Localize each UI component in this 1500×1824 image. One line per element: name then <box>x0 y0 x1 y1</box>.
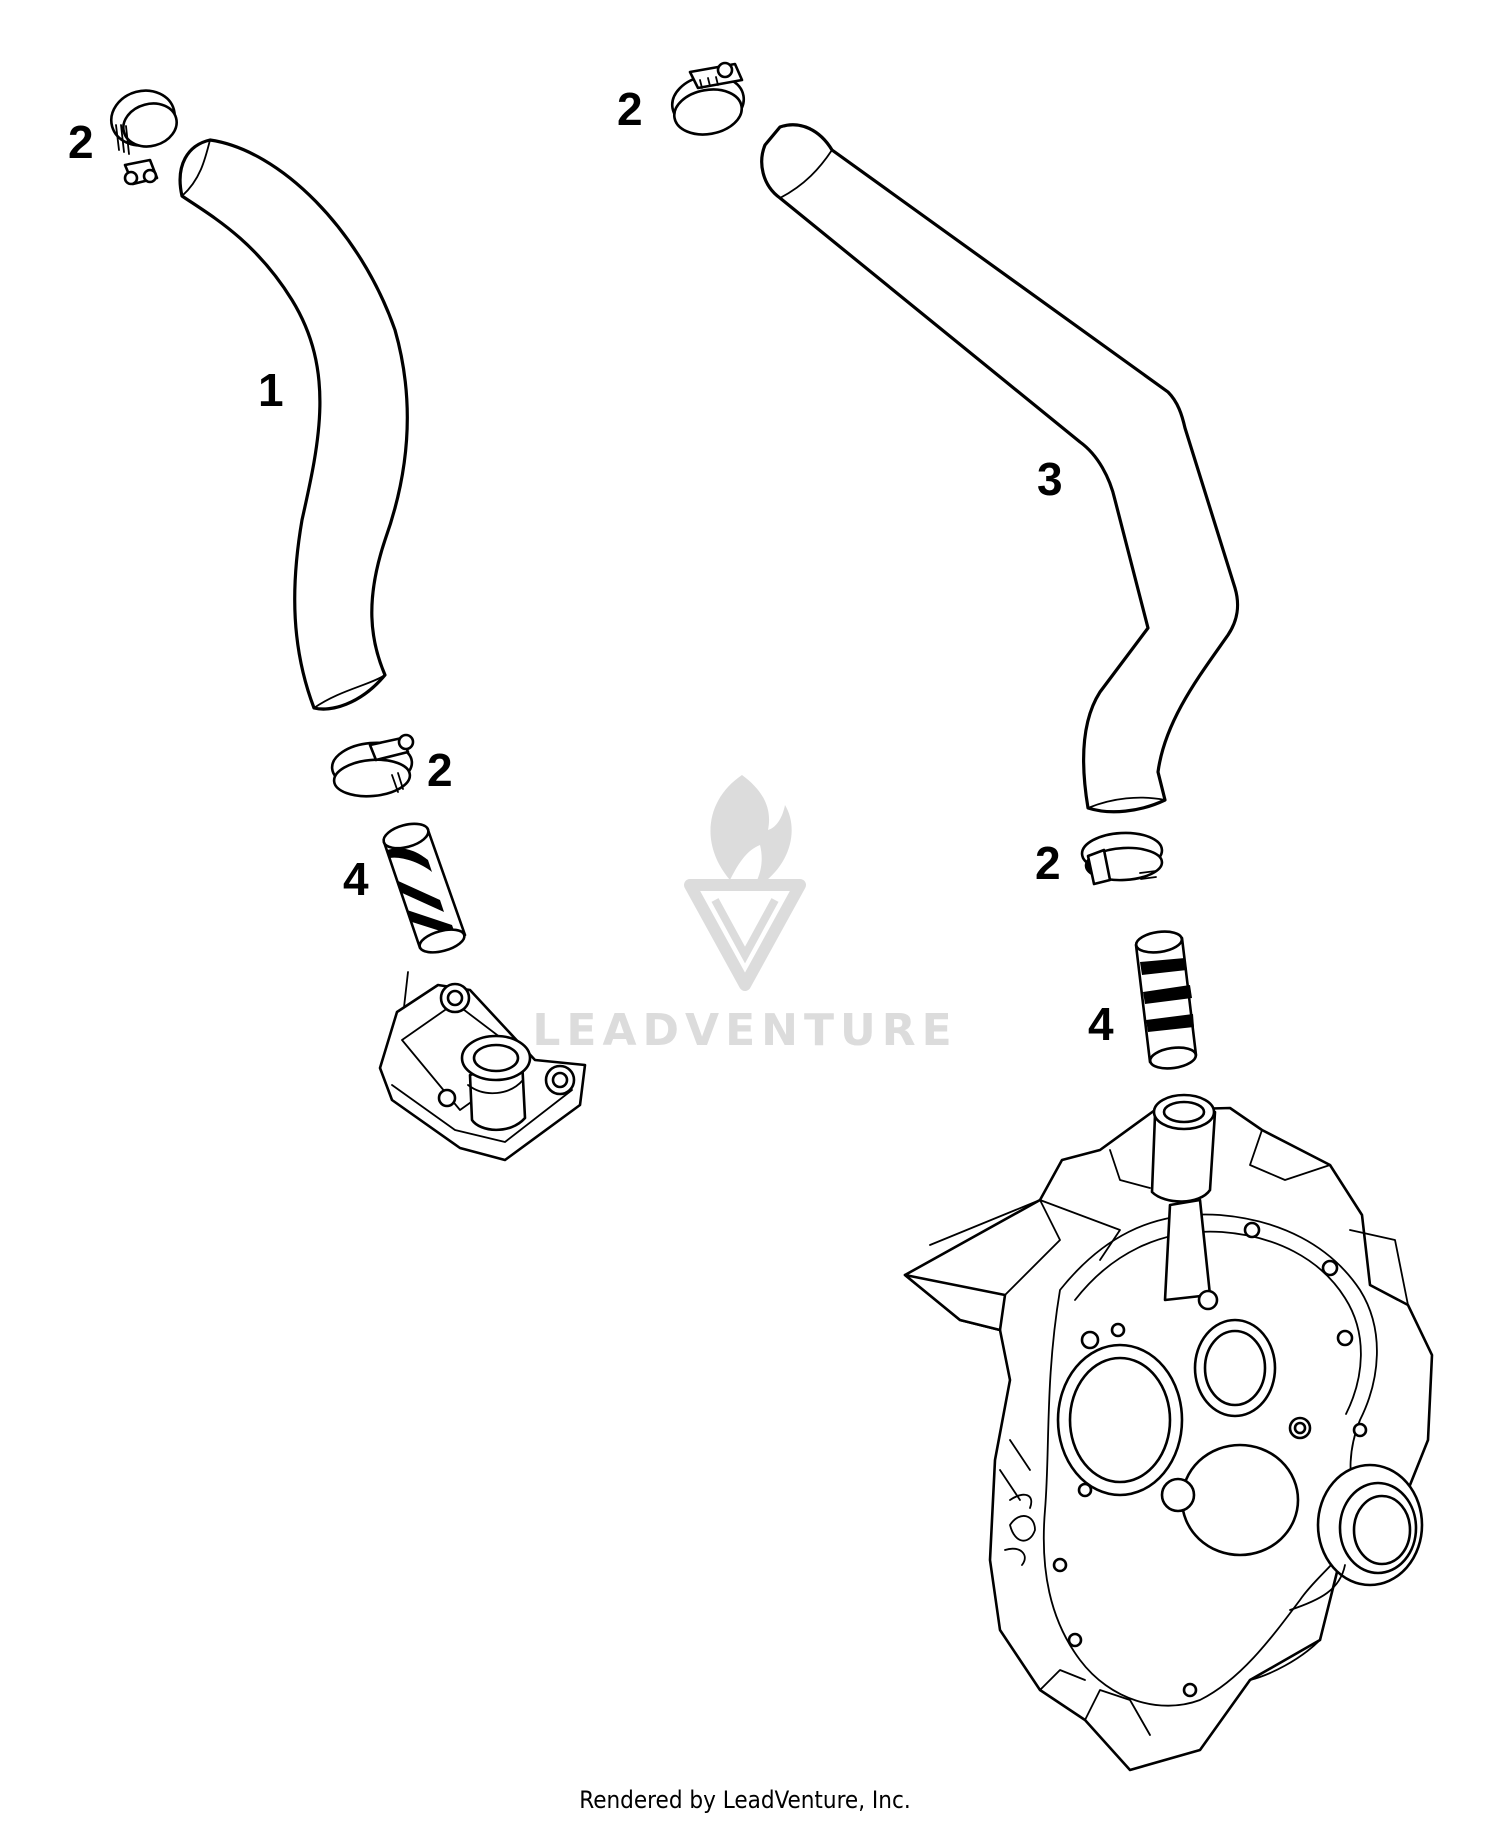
footer-credit: Rendered by LeadVenture, Inc. <box>579 1786 910 1814</box>
callout-pipe-right: 4 <box>1088 998 1114 1050</box>
hose-clamp-top-right <box>670 61 746 136</box>
hose-clamp-mid-right <box>1080 831 1164 886</box>
hose-clamp-top-left <box>110 89 178 186</box>
watermark-logo <box>684 775 806 991</box>
connector-pipe-left <box>382 822 467 954</box>
callout-clamp-top-right: 2 <box>617 83 643 135</box>
radiator-hose-1 <box>178 138 409 711</box>
callout-hose-1: 1 <box>258 364 284 416</box>
radiator-hose-3 <box>760 123 1240 814</box>
watermark-text: LEADVENTURE <box>532 1005 957 1056</box>
callout-clamp-mid-left: 2 <box>427 744 453 796</box>
callout-hose-3: 3 <box>1037 453 1063 505</box>
connector-pipe-right <box>1134 930 1198 1070</box>
callout-clamp-top-left: 2 <box>68 116 94 168</box>
callout-clamp-mid-right: 2 <box>1035 837 1061 889</box>
hose-clamp-mid-left <box>330 733 415 798</box>
water-pump-cover-left <box>378 971 587 1162</box>
crankcase-housing <box>903 1093 1434 1772</box>
callout-pipe-left: 4 <box>343 853 369 905</box>
